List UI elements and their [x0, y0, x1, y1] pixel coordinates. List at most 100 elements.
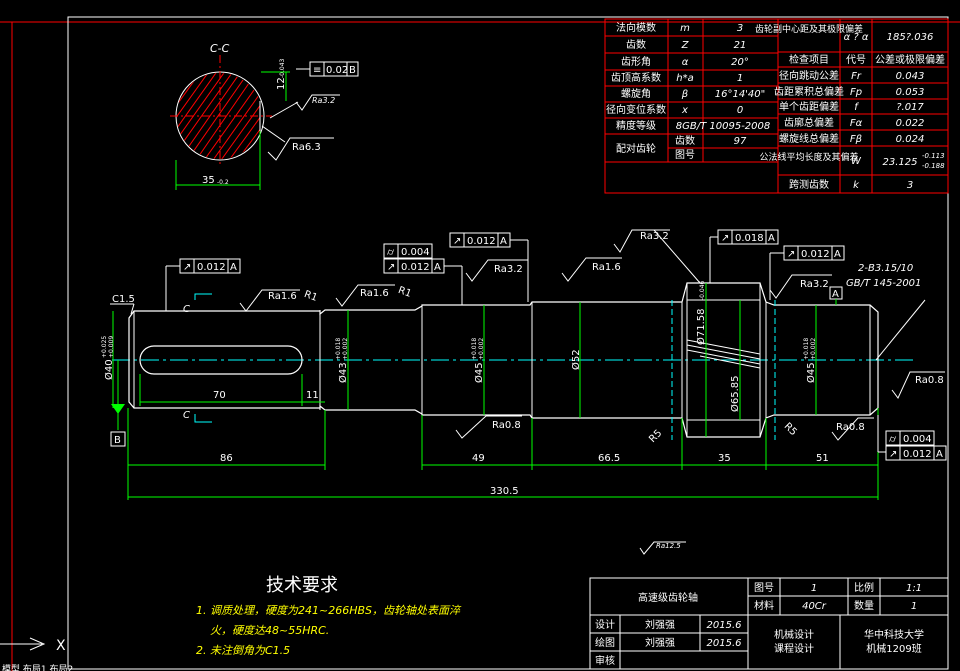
tb-school: 华中科技大学: [864, 628, 924, 641]
dim-d65: Ø65.85: [729, 376, 741, 413]
gt-right-sym-7: W: [851, 156, 862, 167]
gt-right-tol-up-7: -0.113: [922, 152, 945, 160]
ra-08-a: Ra0.8: [492, 420, 521, 431]
center-hole-standard: GB/T 145-2001: [846, 278, 921, 289]
ucs-x-label: X: [56, 638, 66, 654]
tb-course-2: 课程设计: [774, 642, 814, 655]
shaft-view: C1.5 C C B Ø40 +0.025 +0.009 Ø43 +0.018 …: [101, 229, 947, 555]
gt-right-label-1: 检查项目: [789, 53, 829, 66]
gt-left-sym-7: 齿数: [675, 134, 695, 147]
tb-drawing-no-label: 图号: [754, 582, 774, 594]
tb-part-name: 高速级齿轮轴: [638, 591, 698, 604]
dim-len-11: 11: [306, 390, 319, 401]
gtol-3-value: 0.012: [401, 262, 430, 273]
ra-16-b: Ra1.6: [360, 288, 389, 299]
gtol-5-datum: A: [768, 233, 775, 244]
gtol-1-value: 0.012: [197, 262, 226, 273]
section-mark-top: C: [183, 304, 190, 315]
tb-review-label: 审核: [595, 654, 615, 667]
gt-right-sym-4: f: [854, 102, 859, 113]
gt-right-sym-3: Fp: [850, 87, 862, 98]
gt-left-val-0: 3: [737, 23, 743, 34]
gt-right-tol-dn-7: -0.188: [922, 162, 945, 170]
gt-right-sym-0: α ? α: [844, 32, 869, 43]
gt-right-val-1: 公差或极限偏差: [875, 53, 945, 66]
gtol-4-symbol: ↗: [453, 236, 461, 247]
ra-16-c: Ra1.6: [592, 262, 621, 273]
dim-d43-tol-dn: +0.002: [342, 338, 349, 360]
gt-right-label-8: 跨测齿数: [789, 178, 829, 191]
ra-16-a: Ra1.6: [268, 291, 297, 302]
gt-right-label-3: 齿距累积总偏差: [774, 85, 844, 98]
tb-qty: 1: [911, 601, 917, 612]
section-width-dim: 35: [202, 175, 215, 186]
ra-32-c: Ra3.2: [800, 279, 829, 290]
gt-left-sym-4: β: [681, 89, 689, 100]
radius-r5b: R5: [782, 421, 799, 438]
drawing-frame: [67, 16, 949, 670]
tb-design-name: 刘强强: [645, 619, 675, 631]
section-ra-1: Ra3.2: [312, 96, 335, 105]
radius-r1a: R1: [303, 289, 319, 304]
title-block: 高速级齿轮轴 图号 1 比例 1:1 材料 40Cr 数量 1 设计 刘强强 2…: [589, 577, 949, 670]
dim-d71: Ø71.58: [695, 309, 707, 346]
gt-right-label-4: 单个齿距偏差: [779, 100, 839, 113]
gtol-8-datum: A: [936, 449, 943, 460]
gt-right-sym-8: k: [853, 180, 860, 191]
dim-len-665: 66.5: [598, 453, 620, 464]
gt-right-sym-1: 代号: [846, 54, 866, 66]
technical-requirements: 技术要求 1. 调质处理，硬度为241~266HBS，齿轮轴处表面淬 火，硬度达…: [196, 575, 462, 657]
tb-qty-label: 数量: [854, 599, 874, 612]
tb-material-label: 材料: [754, 599, 774, 612]
gt-right-val-0: 185?.036: [887, 32, 934, 43]
gtol-5-symbol: ↗: [721, 233, 729, 244]
gtol-3-datum: A: [434, 262, 441, 273]
gtol-4-datum: A: [500, 236, 507, 247]
dim-d45a-tol-dn: +0.002: [478, 338, 485, 360]
dim-len-70: 70: [213, 390, 226, 401]
gt-right-label-0: 齿轮副中心距及其极限偏差: [755, 23, 863, 35]
gt-right-sym-6: Fβ: [850, 134, 863, 145]
dim-len-35: 35: [718, 453, 731, 464]
gt-right-label-5: 齿廓总偏差: [784, 116, 834, 129]
dim-d45b: Ø45: [805, 362, 817, 383]
gt-left-sym-1: Z: [681, 40, 690, 51]
gtol-2-value: 0.004: [401, 247, 430, 258]
gt-left-label-1: 齿数: [626, 38, 646, 51]
datum-b-label: B: [114, 435, 121, 446]
tb-draw-date: 2015.6: [707, 638, 742, 649]
section-label: C-C: [210, 42, 230, 55]
dim-d43: Ø43: [337, 362, 349, 383]
gt-left-sym-8: 图号: [675, 149, 695, 161]
tb-scale-label: 比例: [854, 581, 874, 594]
gt-left-sym-3: h*a: [676, 73, 693, 84]
dim-len-51: 51: [816, 453, 829, 464]
dim-d40-tol-up: +0.025: [101, 336, 108, 358]
tb-draw-label: 绘图: [595, 636, 615, 649]
gt-left-val-7: 97: [734, 136, 747, 147]
tb-drawing-no: 1: [811, 583, 817, 594]
gtol-3-symbol: ↗: [387, 262, 395, 273]
section-gtol-value: 0.02: [326, 65, 348, 76]
section-ra-2: Ra6.3: [292, 142, 321, 153]
gt-left-val-2: 20°: [731, 57, 749, 68]
gtol-8-symbol: ↗: [889, 449, 897, 460]
gt-right-val-5: 0.022: [896, 118, 925, 129]
tb-class: 机械1209班: [866, 642, 921, 655]
gt-left-label-4: 螺旋角: [621, 87, 651, 100]
gt-left-val-4: 16°14'40": [715, 89, 766, 100]
gtol-6-symbol: ↗: [787, 249, 795, 260]
tech-line-1: 1. 调质处理，硬度为241~266HBS，齿轮轴处表面淬: [196, 604, 462, 617]
gt-right-label-6: 螺旋线总偏差: [779, 132, 839, 145]
dim-len-49: 49: [472, 453, 485, 464]
dim-len-3305: 330.5: [490, 486, 519, 497]
datum-a-label: A: [832, 289, 839, 300]
gt-right-label-7: 公法线平均长度及其偏差: [759, 151, 858, 163]
tb-design-label: 设计: [595, 618, 615, 631]
gtol-4-value: 0.012: [467, 236, 496, 247]
section-gtol-datum: B: [349, 65, 356, 76]
gt-left-val-3: 1: [737, 73, 743, 84]
dim-d45b-tol-dn: +0.002: [810, 338, 817, 360]
tb-material: 40Cr: [802, 601, 827, 612]
gt-left-val-5: 0: [737, 105, 743, 116]
